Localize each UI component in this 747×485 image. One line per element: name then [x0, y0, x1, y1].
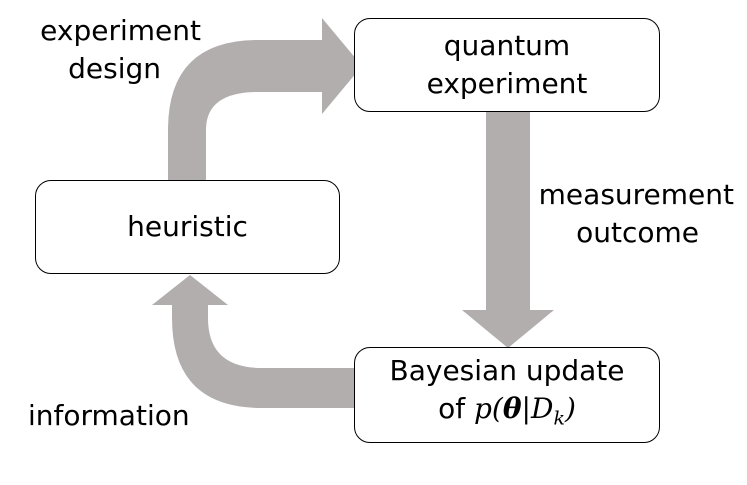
node-quantum-experiment: quantum experiment: [354, 18, 660, 112]
formula-close: ): [564, 392, 576, 426]
edge-label-experiment-design: experiment design: [37, 12, 201, 88]
node-bayesian-update-line1: Bayesian update: [389, 354, 625, 388]
node-bayesian-update-prefix: of: [438, 392, 466, 426]
node-bayesian-update-line2: of p(θ|Dk): [438, 390, 576, 438]
arrow-information: [152, 275, 356, 408]
node-bayesian-update: Bayesian update of p(θ|Dk): [354, 347, 660, 443]
edge-label-information: information: [28, 397, 190, 435]
arrow-experiment-design: [168, 18, 362, 182]
node-heuristic-label: heuristic: [127, 210, 248, 243]
edge-label-experiment-design-line2: design: [68, 52, 161, 85]
arrow-measurement-outcome: [462, 110, 554, 348]
formula-given-d: |D: [521, 392, 554, 426]
edge-label-measurement-outcome-line2: outcome: [576, 216, 699, 249]
formula-theta: θ: [502, 392, 522, 426]
node-heuristic: heuristic: [35, 180, 340, 274]
formula-p: p(: [474, 392, 503, 426]
edge-label-measurement-outcome: measurement outcome: [534, 176, 734, 252]
formula-subscript-k: k: [553, 407, 565, 430]
node-quantum-experiment-line2: experiment: [426, 67, 588, 100]
posterior-formula: p(θ|Dk): [474, 392, 576, 430]
node-quantum-experiment-line1: quantum: [443, 29, 571, 62]
edge-label-information-text: information: [28, 399, 190, 432]
edge-label-measurement-outcome-line1: measurement: [538, 178, 734, 211]
edge-label-experiment-design-line1: experiment: [40, 14, 201, 47]
